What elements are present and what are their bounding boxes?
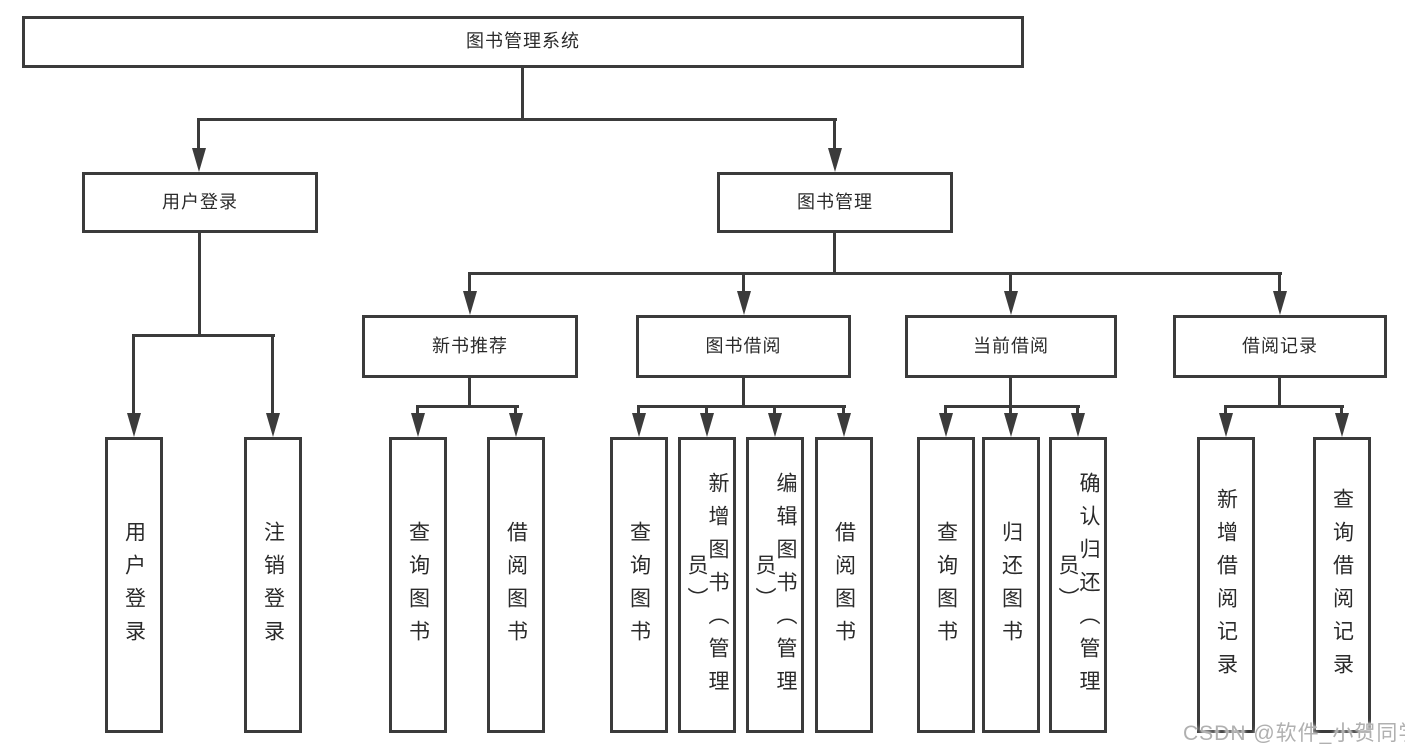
leaf-record-query-borrow-record: 查询借阅记录 <box>1313 437 1371 733</box>
connector-line <box>468 272 1282 275</box>
connector-arrowhead <box>1071 413 1085 437</box>
connector-line <box>742 272 745 293</box>
node-user-login: 用户登录 <box>82 172 318 233</box>
node-root: 图书管理系统 <box>22 16 1024 68</box>
connector-line <box>742 378 745 408</box>
connector-arrowhead <box>192 148 206 172</box>
connector-arrowhead <box>1273 291 1287 315</box>
connector-arrowhead <box>463 291 477 315</box>
connector-arrowhead <box>1004 291 1018 315</box>
connector-line <box>132 334 275 337</box>
node-borrow-record: 借阅记录 <box>1173 315 1387 378</box>
connector-line <box>1009 272 1012 293</box>
connector-arrowhead <box>1335 413 1349 437</box>
connector-line <box>833 118 836 150</box>
leaf-user-login: 用户登录 <box>105 437 163 733</box>
connector-arrowhead <box>127 413 141 437</box>
leaf-newbook-borrow-book: 借阅图书 <box>487 437 545 733</box>
connector-line <box>1224 405 1227 415</box>
leaf-borrow-query-book: 查询图书 <box>610 437 668 733</box>
connector-line <box>1278 272 1281 293</box>
connector-line <box>944 405 947 415</box>
connector-line <box>416 405 519 408</box>
connector-arrowhead <box>768 413 782 437</box>
connector-line <box>637 405 846 408</box>
connector-line <box>944 405 1080 408</box>
connector-arrowhead <box>632 413 646 437</box>
connector-line <box>271 334 274 414</box>
csdn-watermark: CSDN @软件_小贺同学 <box>1183 722 1405 745</box>
leaf-borrow-add-book-admin: 新增图书（管理员） <box>678 437 736 733</box>
connector-line <box>1224 405 1344 408</box>
leaf-record-add-borrow-record: 新增借阅记录 <box>1197 437 1255 733</box>
connector-line <box>773 405 776 415</box>
node-book-management: 图书管理 <box>717 172 953 233</box>
connector-line <box>416 405 419 415</box>
connector-arrowhead <box>1219 413 1233 437</box>
node-current-borrow: 当前借阅 <box>905 315 1117 378</box>
connector-arrowhead <box>939 413 953 437</box>
leaf-logout: 注销登录 <box>244 437 302 733</box>
leaf-newbook-query-book: 查询图书 <box>389 437 447 733</box>
connector-line <box>1278 378 1281 408</box>
connector-line <box>637 405 640 415</box>
connector-line <box>468 272 471 293</box>
connector-arrowhead <box>700 413 714 437</box>
connector-line <box>705 405 708 415</box>
leaf-current-query-book: 查询图书 <box>917 437 975 733</box>
connector-line <box>1076 405 1079 415</box>
connector-line <box>197 118 837 121</box>
connector-arrowhead <box>828 148 842 172</box>
connector-line <box>842 405 845 415</box>
connector-line <box>198 233 201 336</box>
connector-line <box>514 405 517 415</box>
connector-line <box>468 378 471 408</box>
node-new-book-recommend: 新书推荐 <box>362 315 578 378</box>
connector-arrowhead <box>411 413 425 437</box>
connector-line <box>1340 405 1343 415</box>
leaf-current-return-book: 归还图书 <box>982 437 1040 733</box>
connector-line <box>1009 378 1012 408</box>
leaf-borrow-borrow-book: 借阅图书 <box>815 437 873 733</box>
connector-line <box>833 233 836 275</box>
connector-line <box>1009 405 1012 415</box>
connector-arrowhead <box>509 413 523 437</box>
connector-arrowhead <box>1004 413 1018 437</box>
connector-line <box>521 68 524 121</box>
node-book-borrow: 图书借阅 <box>636 315 851 378</box>
connector-arrowhead <box>737 291 751 315</box>
connector-arrowhead <box>266 413 280 437</box>
connector-line <box>197 118 200 150</box>
connector-arrowhead <box>837 413 851 437</box>
connector-line <box>132 334 135 414</box>
leaf-borrow-edit-book-admin: 编辑图书（管理员） <box>746 437 804 733</box>
leaf-current-confirm-return-admin: 确认归还（管理员） <box>1049 437 1107 733</box>
